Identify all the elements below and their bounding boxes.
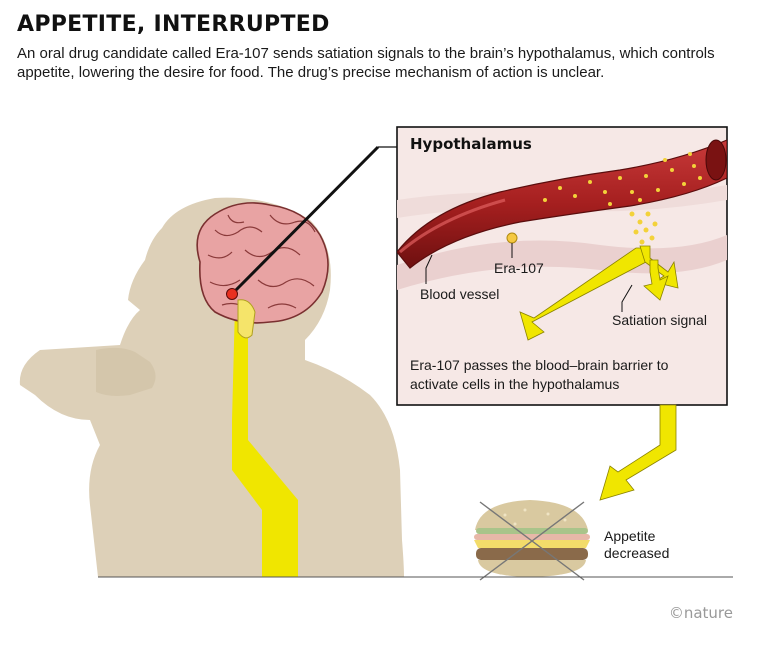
outcome-arrow (599, 404, 677, 501)
inset-caption: Era-107 passes the blood–brain barrier t… (410, 357, 669, 392)
inset-title: Hypothalamus (410, 135, 532, 153)
hypothalamus-pointer (226, 145, 397, 300)
label-satiation-signal: Satiation signal (612, 312, 707, 328)
label-blood-vessel: Blood vessel (420, 286, 500, 302)
label-era-107: Era-107 (494, 260, 544, 276)
figure-subtitle: An oral drug candidate called Era-107 se… (17, 45, 715, 81)
era-107-molecule (506, 232, 518, 244)
hamburger-crossed (474, 500, 590, 581)
satiation-arrow (519, 245, 679, 341)
hypothalamus-inset (396, 126, 728, 406)
spinal-signal-path (232, 305, 298, 577)
blood-vessel (397, 139, 727, 269)
nature-credit: ©nature (668, 604, 733, 622)
figure-title: APPETITE, INTERRUPTED (17, 12, 330, 37)
label-appetite-decreased: Appetite decreased (604, 528, 670, 561)
